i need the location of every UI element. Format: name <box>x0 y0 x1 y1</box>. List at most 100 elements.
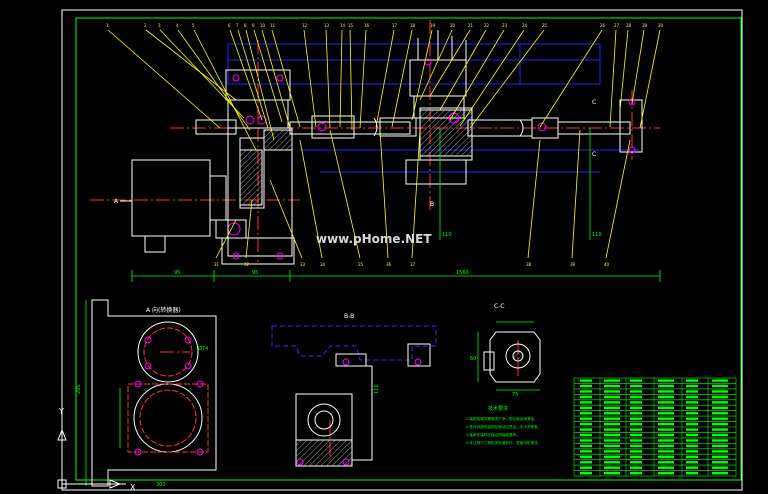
leader-line <box>527 139 541 259</box>
title-block-entry <box>604 455 620 459</box>
balloon-number: 28 <box>626 23 632 28</box>
title-block-entry <box>604 384 620 388</box>
ucs-icon <box>57 420 126 489</box>
axis-x-label: X <box>130 483 136 492</box>
dimension-lines <box>131 128 661 282</box>
title-block-entry <box>604 401 620 404</box>
title-block-entry <box>686 433 698 437</box>
title-block-entry <box>686 461 698 464</box>
title-block-entry <box>604 395 620 399</box>
leader-line <box>245 199 253 259</box>
leader-line <box>429 29 471 97</box>
dim-motor-width: 95 <box>252 270 258 276</box>
balloon-number: 35 <box>358 262 364 267</box>
view-a-dim-circle: Ø74 <box>198 345 208 352</box>
title-block-entry <box>630 406 642 410</box>
view-b-dim: 110 <box>374 384 380 394</box>
title-block-entry <box>630 450 642 453</box>
balloon-number: 9 <box>252 23 255 28</box>
title-block-entry <box>712 466 728 469</box>
title-block-entry <box>658 406 674 410</box>
balloon-number: 29 <box>642 23 648 28</box>
balloon-number: 10 <box>260 23 266 28</box>
leader-line <box>193 29 257 151</box>
balloon-number: 7 <box>236 23 239 28</box>
title-block-entry <box>630 433 642 437</box>
carriage <box>405 30 473 185</box>
leader-line <box>261 29 291 129</box>
leader-line <box>245 29 275 141</box>
title-block-entry <box>658 401 674 404</box>
title-block-entry <box>604 471 620 475</box>
title-block-entry <box>630 428 642 431</box>
view-a-dim-height: 285 <box>76 384 82 394</box>
title-block-entry <box>686 390 698 393</box>
title-block-entry <box>630 466 642 469</box>
title-block-entry <box>712 395 728 399</box>
title-block-entry <box>580 433 592 437</box>
axis-y-label: Y <box>58 407 64 416</box>
leader-lines-top <box>107 29 661 151</box>
title-block-entry <box>712 444 728 448</box>
title-block-entry <box>580 455 592 459</box>
balloon-number: 39 <box>570 262 576 267</box>
title-block-entry <box>686 401 698 404</box>
outer-frame <box>61 9 743 491</box>
title-block-entry <box>580 450 592 453</box>
title-block-entry <box>604 406 620 410</box>
view-c <box>483 331 541 383</box>
balloon-number: 25 <box>542 23 548 28</box>
title-block-entry <box>686 384 698 388</box>
title-block-entry <box>658 384 674 388</box>
title-block-entry <box>580 390 592 393</box>
balloon-number: 2 <box>144 23 147 28</box>
note-line: 3.轴承安装时应保证同轴度要求。 <box>466 432 520 437</box>
title-block-entry <box>630 439 642 442</box>
title-block-entry <box>604 461 620 464</box>
title-block-entry <box>580 412 592 415</box>
view-b <box>271 325 437 467</box>
section-marker-c-top: C <box>592 99 596 106</box>
title-block-entry <box>712 417 728 420</box>
balloon-number: 20 <box>450 23 456 28</box>
view-a-dim-width: 300 <box>156 482 166 488</box>
leader-line <box>379 129 389 259</box>
balloon-number: 38 <box>526 262 532 267</box>
title-block-entry <box>686 439 698 442</box>
title-block-entry <box>630 379 642 382</box>
title-block-entry <box>712 471 728 475</box>
title-block-entry <box>712 384 728 388</box>
title-block-entry <box>658 439 674 442</box>
balloon-number: 1 <box>106 23 109 28</box>
view-b-title: B-B <box>344 313 354 320</box>
leader-line <box>469 29 545 129</box>
title-block-entry <box>604 439 620 442</box>
view-c-dim-width: 75 <box>512 392 518 398</box>
leader-line <box>411 129 421 259</box>
leader-line <box>159 29 245 119</box>
leader-line <box>339 29 343 128</box>
title-block-entry <box>712 412 728 415</box>
title-block-entry <box>686 406 698 410</box>
title-block-entry <box>658 455 674 459</box>
title-block-entry <box>712 379 728 382</box>
title-block-entry <box>580 471 592 475</box>
balloon-number: 37 <box>410 262 416 267</box>
title-block-entry <box>658 444 674 448</box>
balloon-number: 31 <box>214 262 220 267</box>
leader-line <box>107 29 221 129</box>
title-block-entry <box>658 395 674 399</box>
leader-line <box>215 219 237 259</box>
title-block-entry <box>658 417 674 420</box>
title-block-entry <box>580 395 592 399</box>
title-block-entry <box>712 401 728 404</box>
leader-line <box>229 29 263 121</box>
title-block-entry <box>658 390 674 393</box>
view-a-dimensions <box>85 300 216 486</box>
note-line: 2.各传动部件装配后转动应灵活，无卡滞现象。 <box>466 424 541 429</box>
leader-line <box>631 29 645 105</box>
title-block-entry <box>580 417 592 420</box>
title-block-entry <box>658 412 674 415</box>
title-block-entry <box>686 444 698 448</box>
